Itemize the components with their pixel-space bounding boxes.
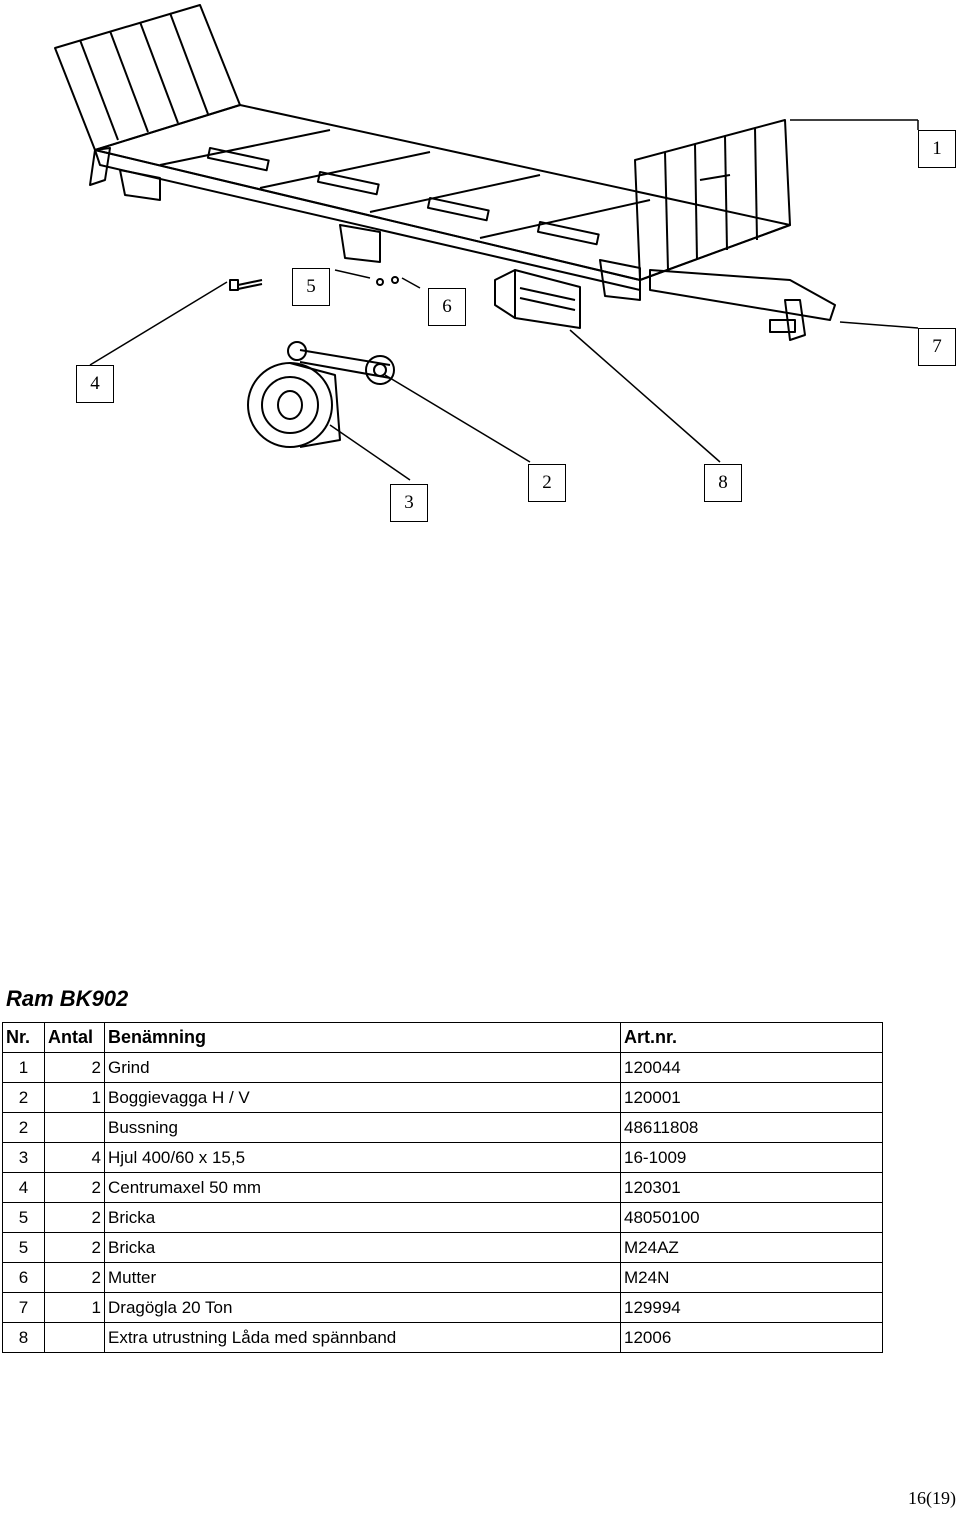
page-title: Ram BK902 (6, 986, 129, 1011)
cell-antal: 2 (44, 1232, 105, 1263)
cell-antal: 2 (44, 1262, 105, 1293)
cell-benamning: Hjul 400/60 x 15,5 (104, 1142, 621, 1173)
cell-artnr: 120001 (620, 1082, 883, 1113)
cell-nr: 2 (2, 1112, 45, 1143)
callout-6: 6 (428, 288, 466, 326)
callout-3: 3 (390, 484, 428, 522)
callout-1: 1 (918, 130, 956, 168)
front-gate-drawing (634, 119, 791, 281)
cell-artnr: 120301 (620, 1172, 883, 1203)
washer-drawing (376, 278, 384, 286)
frame-bed-drawing (94, 104, 791, 301)
cell-antal: 1 (44, 1292, 105, 1323)
cell-antal: 2 (44, 1202, 105, 1233)
cell-antal: 1 (44, 1082, 105, 1113)
cell-nr: 2 (2, 1082, 45, 1113)
trailer-frame-drawing (54, 4, 919, 481)
cell-benamning: Bricka (104, 1202, 621, 1233)
cell-antal: 4 (44, 1142, 105, 1173)
bolt-drawing (229, 279, 263, 291)
header-nr: Nr. (2, 1022, 45, 1053)
cell-benamning: Boggievagga H / V (104, 1082, 621, 1113)
cell-nr: 4 (2, 1172, 45, 1203)
cell-artnr: 120044 (620, 1052, 883, 1083)
drawbar-drawing (649, 269, 836, 341)
header-antal: Antal (44, 1022, 105, 1053)
cell-nr: 5 (2, 1202, 45, 1233)
cell-artnr: M24N (620, 1262, 883, 1293)
nut-drawing (391, 276, 399, 284)
cell-artnr: 48611808 (620, 1112, 883, 1143)
leader-lines (89, 119, 919, 481)
cell-benamning: Extra utrustning Låda med spännband (104, 1322, 621, 1353)
cell-benamning: Bricka (104, 1232, 621, 1263)
cell-nr: 6 (2, 1262, 45, 1293)
cell-benamning: Bussning (104, 1112, 621, 1143)
callout-4: 4 (76, 365, 114, 403)
box-drawing (494, 269, 581, 329)
cell-antal: 2 (44, 1172, 105, 1203)
cell-antal: 2 (44, 1052, 105, 1083)
cell-nr: 8 (2, 1322, 45, 1353)
page-number: 16(19) (908, 1488, 956, 1508)
cell-benamning: Grind (104, 1052, 621, 1083)
callout-8: 8 (704, 464, 742, 502)
cell-antal (44, 1112, 105, 1143)
cell-nr: 7 (2, 1292, 45, 1323)
callout-7: 7 (918, 328, 956, 366)
header-artnr: Art.nr. (620, 1022, 883, 1053)
cell-artnr: 48050100 (620, 1202, 883, 1233)
wheel-axle-drawing (247, 341, 395, 448)
cell-benamning: Dragögla 20 Ton (104, 1292, 621, 1323)
cell-artnr: 12006 (620, 1322, 883, 1353)
callout-5: 5 (292, 268, 330, 306)
table-header-row: Nr. Antal Benämning Art.nr. (2, 1022, 883, 1053)
cell-nr: 1 (2, 1052, 45, 1083)
header-benamning: Benämning (104, 1022, 621, 1053)
cell-antal (44, 1322, 105, 1353)
cell-artnr: 129994 (620, 1292, 883, 1323)
callout-2: 2 (528, 464, 566, 502)
cell-nr: 3 (2, 1142, 45, 1173)
cell-artnr: 16-1009 (620, 1142, 883, 1173)
cell-nr: 5 (2, 1232, 45, 1263)
cell-benamning: Centrumaxel 50 mm (104, 1172, 621, 1203)
cell-benamning: Mutter (104, 1262, 621, 1293)
cell-artnr: M24AZ (620, 1232, 883, 1263)
